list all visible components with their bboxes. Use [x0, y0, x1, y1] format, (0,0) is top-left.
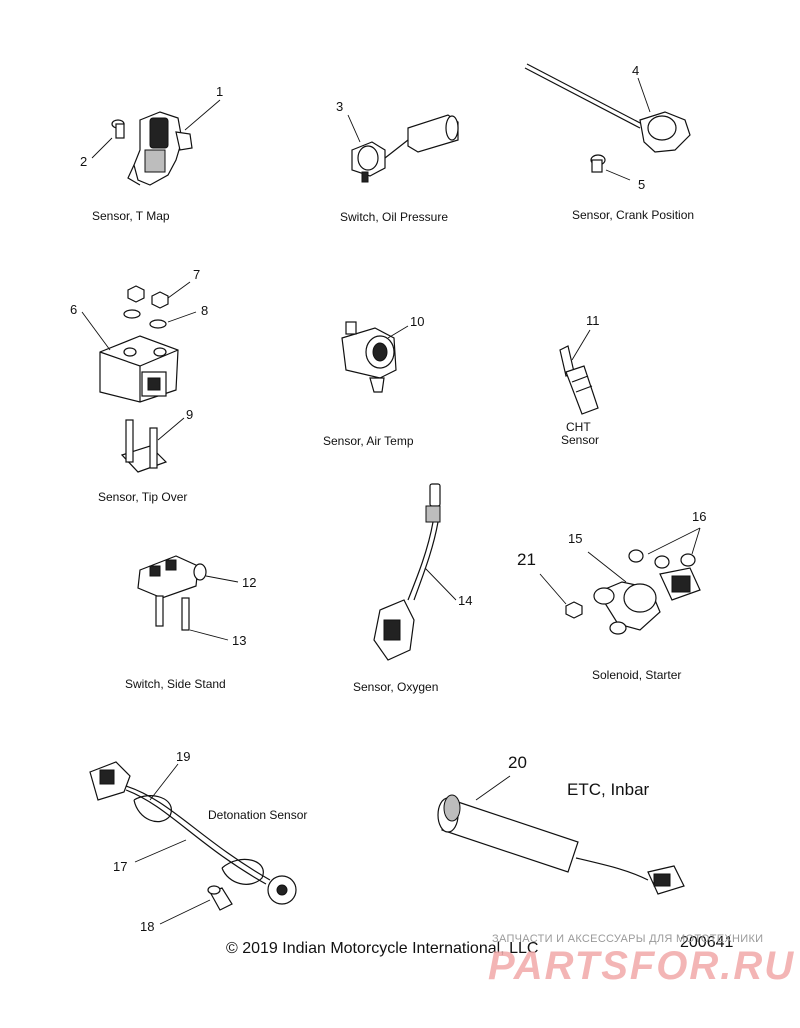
air-temp-sensor-drawing [341, 321, 409, 393]
label-crank-position-sensor: Sensor, Crank Position [572, 208, 695, 222]
cht-sensor-drawing [559, 329, 599, 415]
label-etc-inbar: ETC, Inbar [567, 780, 650, 799]
callout-13: 13 [232, 633, 247, 648]
callout-21: 21 [517, 550, 536, 569]
label-tip-over-sensor: Sensor, Tip Over [98, 490, 188, 504]
callout-18: 18 [140, 919, 155, 934]
callout-8: 8 [201, 303, 209, 318]
label-air-temp-sensor: Sensor, Air Temp [323, 434, 414, 448]
copyright-text: © 2019 Indian Motorcycle International, … [226, 940, 539, 957]
side-stand-switch-drawing [137, 555, 239, 641]
label-side-stand-switch: Switch, Side Stand [125, 677, 226, 691]
callout-12: 12 [242, 575, 257, 590]
label-cht-sensor: Sensor [561, 433, 600, 447]
callout-11: 11 [586, 313, 600, 328]
callout-6: 6 [70, 302, 78, 317]
callout-9: 9 [186, 407, 194, 422]
etc-inbar-drawing [437, 775, 685, 895]
callout-3: 3 [336, 99, 344, 114]
tip-over-sensor-drawing [81, 281, 197, 473]
callout-2: 2 [80, 154, 88, 169]
callout-5: 5 [638, 177, 646, 192]
label-starter-solenoid: Solenoid, Starter [592, 668, 682, 682]
callout-14: 14 [458, 593, 473, 608]
label-oil-pressure-switch: Switch, Oil Pressure [340, 210, 449, 224]
callout-16: 16 [692, 509, 707, 524]
label-cht: CHT [566, 420, 591, 434]
detonation-sensor-drawing [89, 761, 297, 925]
oxygen-sensor-drawing [373, 483, 457, 661]
t-map-sensor-drawing [91, 99, 221, 186]
diagram-id: 200641 [680, 934, 734, 951]
callout-4: 4 [632, 63, 640, 78]
crank-position-sensor-drawing [524, 63, 691, 181]
label-t-map-sensor: Sensor, T Map [92, 209, 170, 223]
starter-solenoid-drawing [539, 527, 701, 635]
callout-19: 19 [176, 749, 191, 764]
label-oxygen-sensor: Sensor, Oxygen [353, 680, 439, 694]
label-detonation-sensor: Detonation Sensor [208, 808, 308, 822]
callout-17: 17 [113, 859, 128, 874]
callout-20: 20 [508, 753, 527, 772]
callout-10: 10 [410, 314, 425, 329]
callout-7: 7 [193, 267, 201, 282]
watermark-tagline: ЗАПЧАСТИ И АКСЕССУАРЫ ДЛЯ МОТОТЕХНИКИ [492, 933, 764, 945]
callout-1: 1 [216, 84, 224, 99]
oil-pressure-switch-drawing [347, 114, 459, 183]
watermark-logo: PARTSFOR.RU [488, 944, 796, 988]
callout-15: 15 [568, 531, 583, 546]
